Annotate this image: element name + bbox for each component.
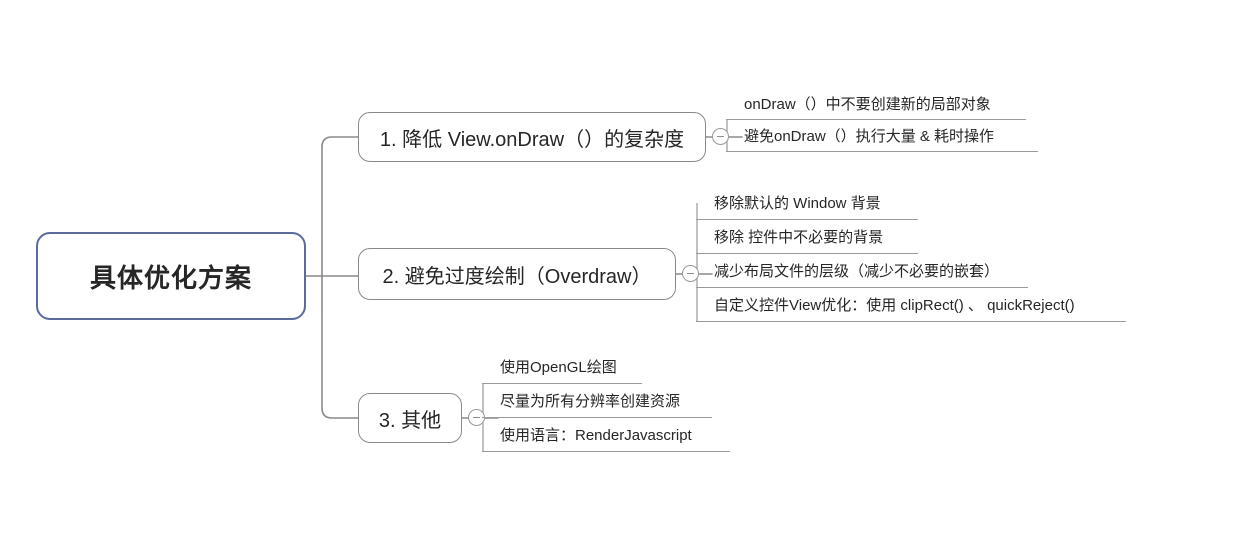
leaf-item[interactable]: 使用语言：RenderJavascript [482, 418, 730, 452]
branch-node-1[interactable]: 1. 降低 View.onDraw（）的复杂度 [358, 112, 706, 162]
minus-icon [687, 272, 694, 275]
collapse-toggle-branch-2[interactable] [682, 265, 699, 282]
root-node[interactable]: 具体优化方案 [36, 232, 306, 320]
leaf-item[interactable]: 尽量为所有分辨率创建资源 [482, 384, 712, 418]
leaf-item[interactable]: onDraw（）中不要创建新的局部对象 [726, 88, 1026, 120]
leaf-group-branch-1: onDraw（）中不要创建新的局部对象 避免onDraw（）执行大量 & 耗时操… [726, 88, 1038, 152]
wire-to-branch-1 [321, 136, 359, 277]
leaf-item[interactable]: 移除 控件中不必要的背景 [696, 220, 918, 254]
branch-node-2-label: 2. 避免过度绘制（Overdraw） [382, 265, 652, 288]
leaf-item[interactable]: 使用OpenGL绘图 [482, 350, 642, 384]
leaf-item[interactable]: 移除默认的 Window 背景 [696, 186, 918, 220]
branch-node-3-label: 3. 其他 [378, 409, 442, 432]
wire-to-branch-3 [321, 275, 359, 419]
minus-icon [717, 135, 724, 138]
leaf-item[interactable]: 避免onDraw（）执行大量 & 耗时操作 [726, 120, 1038, 152]
branch-node-2[interactable]: 2. 避免过度绘制（Overdraw） [358, 248, 676, 300]
leaf-item[interactable]: 减少布局文件的层级（减少不必要的嵌套） [696, 254, 1028, 288]
leaf-group-branch-3: 使用OpenGL绘图 尽量为所有分辨率创建资源 使用语言：RenderJavas… [482, 350, 730, 452]
leaf-item[interactable]: 自定义控件View优化：使用 clipRect() 、 quickReject(… [696, 288, 1126, 322]
minus-icon [473, 416, 480, 419]
branch-node-3[interactable]: 3. 其他 [358, 393, 462, 443]
collapse-toggle-branch-1[interactable] [712, 128, 729, 145]
root-node-label: 具体优化方案 [89, 262, 252, 293]
branch-node-1-label: 1. 降低 View.onDraw（）的复杂度 [379, 128, 685, 151]
leaf-group-branch-2: 移除默认的 Window 背景 移除 控件中不必要的背景 减少布局文件的层级（减… [696, 186, 1126, 322]
